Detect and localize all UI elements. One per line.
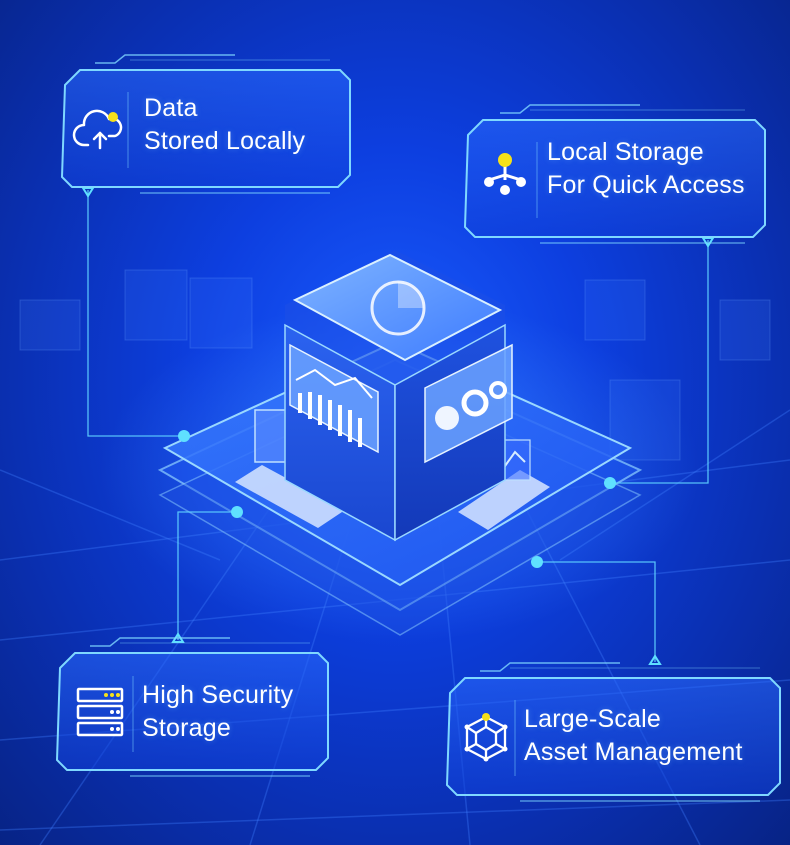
card-high-security-storage: High Security Storage xyxy=(142,679,293,745)
card-frame-top-right xyxy=(463,104,766,244)
network-nodes-icon xyxy=(484,153,526,195)
server-cube xyxy=(284,250,513,542)
keyboard-right xyxy=(458,470,550,530)
card-title-line2: For Quick Access xyxy=(547,171,745,199)
card-title-line1: Local Storage xyxy=(547,138,704,166)
card-title-line1: Large-Scale xyxy=(524,705,662,733)
connector-lines xyxy=(87,190,709,662)
card-title-line2: Asset Management xyxy=(524,738,743,766)
card-data-stored-locally: Data Stored Locally xyxy=(144,92,305,158)
card-frame-top-left xyxy=(60,54,351,194)
card-title-line2: Storage xyxy=(142,714,231,742)
card-title-line1: Data xyxy=(144,94,198,122)
hexagon-network-icon xyxy=(464,713,508,762)
card-frame-bottom-left xyxy=(55,637,329,777)
keyboard-left xyxy=(235,465,345,528)
card-local-storage-quick-access: Local Storage For Quick Access xyxy=(547,136,745,202)
card-large-scale-asset-management: Large-Scale Asset Management xyxy=(524,703,743,769)
server-rack-icon xyxy=(76,687,124,737)
card-title-line1: High Security xyxy=(142,681,294,709)
cloud-upload-icon xyxy=(72,109,123,150)
card-title-line2: Stored Locally xyxy=(144,127,306,155)
connector-dots xyxy=(178,430,616,568)
card-frame-bottom-right xyxy=(445,662,781,802)
